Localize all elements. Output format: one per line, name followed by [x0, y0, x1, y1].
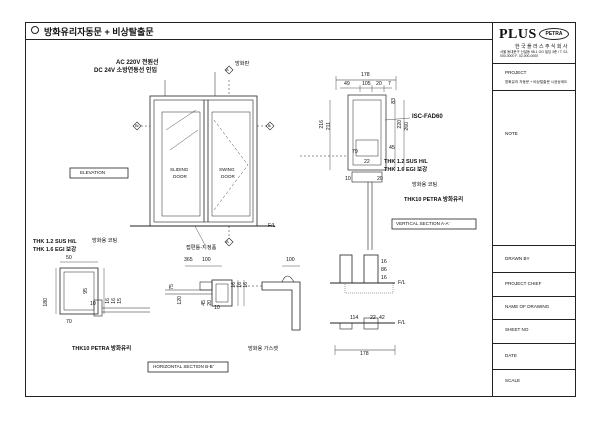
- vs-dim-114: 114: [350, 315, 359, 321]
- power-note-1: AC 220V 전원선: [116, 60, 159, 66]
- power-note-2: DC 24V 소방연동선 인입: [94, 68, 157, 74]
- title-block-divider: [492, 90, 576, 91]
- vs-floor-level-1: F/L: [398, 280, 406, 286]
- vs-floor-level-2: F/L: [398, 320, 406, 326]
- hs-dim-100c: 100: [286, 257, 295, 263]
- hs-dim-20: 20: [207, 300, 213, 306]
- hs-dim-365: 365: [184, 257, 193, 263]
- title-block-divider: [492, 296, 576, 297]
- hs-gasket: 방화용 가스켓: [248, 346, 279, 352]
- hs-dim-70: 70: [66, 319, 72, 325]
- note-label: NOTE: [505, 131, 518, 136]
- title-block-divider: [492, 319, 576, 320]
- vs-dim-260: 260: [404, 122, 410, 131]
- project-value: 방화유리 자동문 + 비상탈출문 시공상세도: [505, 80, 568, 84]
- vs-dim-83: 83: [391, 98, 397, 104]
- company-address: 서울 동대문구 신설동 98-1 OO 빌딩 3층 / T. 02-000-00…: [500, 50, 569, 58]
- title-block-divider: [492, 369, 576, 370]
- floor-note: 접편틀-지정품: [186, 245, 217, 251]
- right-door-label-2: DOOR: [221, 174, 235, 179]
- hs-coating: 방화용 코팅: [92, 238, 118, 244]
- vs-dim-178-bottom: 178: [360, 351, 369, 357]
- marker-a-bottom: A: [226, 239, 229, 244]
- project-chief-label: PROJECT CHIEF: [505, 281, 542, 286]
- vs-device: ISC-FAD60: [412, 114, 443, 120]
- title-block-divider: [492, 245, 576, 246]
- vertical-section-drawing: [300, 76, 411, 355]
- hs-glass: THK10 PETRA 방화유리: [72, 346, 132, 352]
- vs-thk-2: THK 1.6 EGI 보강: [384, 167, 428, 173]
- sheet-title: 방화유리자동문 + 비상탈출문: [44, 27, 154, 37]
- vs-dim-49: 49: [344, 81, 350, 87]
- hs-thk-1: THK 1.2 SUS H/L: [33, 239, 77, 245]
- vs-dim-10: 10: [345, 176, 351, 182]
- marker-a-top: A: [226, 67, 229, 72]
- hs-dim-15: 15: [117, 298, 123, 304]
- date-label: DATE: [505, 353, 517, 358]
- vs-coating: 방화용 코팅: [412, 182, 438, 188]
- title-block: [492, 22, 576, 397]
- frame-note: 방화판: [235, 61, 250, 67]
- horizontal-section-drawing: [55, 261, 301, 331]
- right-door-label-1: SWING: [219, 167, 235, 172]
- scale-label: SCALE: [505, 378, 521, 383]
- hs-dim-95: 95: [83, 288, 89, 294]
- vs-dim-42: 42: [379, 315, 385, 321]
- marker-b-left: B: [135, 123, 138, 128]
- vs-dim-20b: 20: [377, 176, 383, 182]
- elevation-label-box: [69, 167, 129, 179]
- hs-dim-100: 100: [202, 257, 211, 263]
- vs-glass: THK10 PETRA 방화유리: [404, 197, 464, 203]
- elevation-label: ELEVATION: [80, 170, 106, 175]
- vs-bottom-dim-2: 86: [381, 267, 387, 273]
- hs-label: HORIZONTAL SECTION B-B': [153, 364, 214, 369]
- hs-dim-16e: 16: [243, 282, 249, 288]
- hs-dim-50: 50: [66, 255, 72, 261]
- drawing-frame: [25, 22, 576, 397]
- title-block-divider: [492, 272, 576, 273]
- logo-fish-icon: PETRA: [539, 28, 569, 40]
- logo-text: PLUS: [499, 27, 537, 42]
- vs-dim-top: 178: [361, 72, 370, 78]
- vs-dim-105: 105: [362, 81, 371, 87]
- vs-dim-79: 79: [352, 149, 358, 155]
- horizontal-section-label-box: [147, 361, 229, 373]
- vs-dim-211: 211: [326, 122, 332, 131]
- title-block-divider: [492, 63, 576, 64]
- company-logo: PLUS PETRA 한 국 플 러 스 주 식 회 사 서울 동대문구 신설동…: [497, 25, 573, 61]
- name-of-drawing-label: NAME OF DRAWING: [505, 304, 550, 309]
- hs-thk-2: THK 1.6 EGI 보강: [33, 247, 77, 253]
- company-name: 한 국 플 러 스 주 식 회 사: [515, 44, 568, 50]
- vs-thk-1: THK 1.2 SUS H/L: [384, 159, 428, 165]
- vs-bottom-dim-3: 16: [381, 275, 387, 281]
- elevation-floor-level: F/L: [268, 223, 276, 229]
- project-label: PROJECT: [505, 70, 527, 75]
- vs-dim-20: 20: [376, 81, 382, 87]
- vs-dim-216: 216: [319, 120, 325, 129]
- title-block-divider: [492, 343, 576, 344]
- sheet-title-bar: 방화유리자동문 + 비상탈출문: [25, 22, 492, 40]
- vs-dim-22b: 22: [370, 315, 376, 321]
- vs-bottom-dim-1: 16: [381, 259, 387, 265]
- hs-dim-10b: 10: [214, 305, 220, 311]
- vertical-section-label-box: [391, 218, 477, 230]
- vs-dim-7: 7: [388, 81, 391, 87]
- title-ring-icon: [31, 26, 39, 34]
- sheet-no-label: SHEET NO: [505, 327, 529, 332]
- hs-dim-10: 10: [90, 301, 96, 307]
- elevation-drawing: [130, 65, 275, 247]
- vs-dim-220: 220: [397, 120, 403, 129]
- vs-label: VERTICAL SECTION A-A': [396, 221, 450, 226]
- vs-dim-22: 22: [364, 159, 370, 165]
- hs-dim-120: 120: [177, 296, 183, 305]
- marker-b-right: B: [268, 123, 271, 128]
- vs-dim-45: 45: [389, 145, 395, 151]
- left-door-label-1: SLIDING: [170, 167, 189, 172]
- drawn-by-label: DRAWN BY: [505, 256, 530, 261]
- hs-dim-75: 75: [169, 284, 175, 290]
- hs-dim-180: 180: [43, 298, 49, 307]
- left-door-label-2: DOOR: [173, 174, 187, 179]
